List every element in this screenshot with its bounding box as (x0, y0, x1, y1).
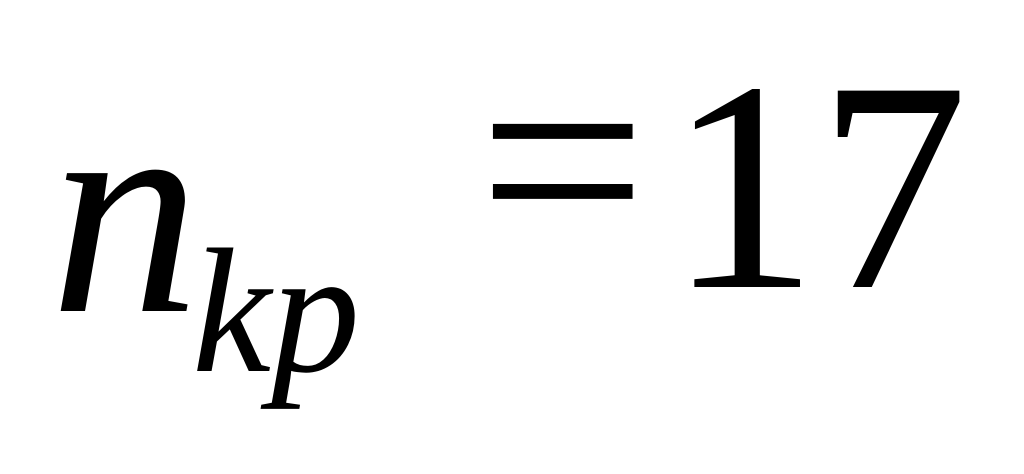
formula-variable: n (50, 44, 200, 376)
formula-operator: = (478, 0, 648, 326)
formula-value: 17 (668, 20, 968, 352)
formula-subscript: kp (192, 212, 361, 410)
